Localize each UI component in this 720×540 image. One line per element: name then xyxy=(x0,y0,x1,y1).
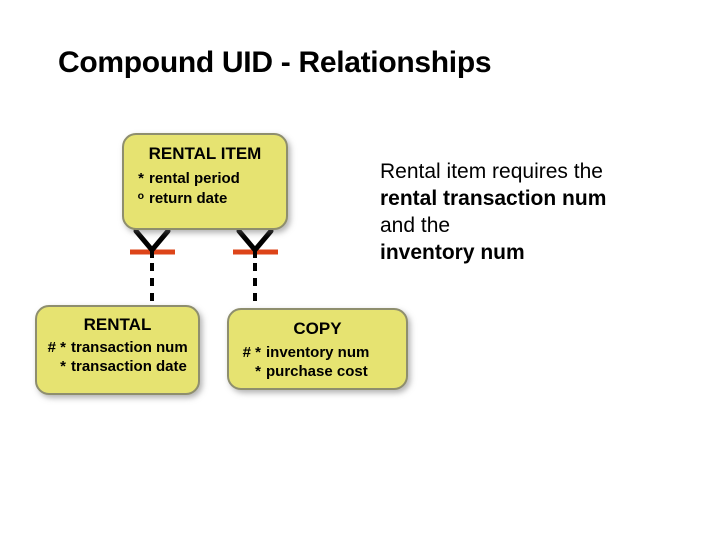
entity-copy: COPY # * inventory num * purchase cost xyxy=(227,308,408,390)
mandatory-marker: * xyxy=(138,170,144,187)
attribute-list: # * inventory num * purchase cost xyxy=(229,343,406,381)
page-title: Compound UID - Relationships xyxy=(58,46,492,79)
entity-title: RENTAL xyxy=(83,315,152,334)
attribute-name: rental period xyxy=(149,170,240,187)
relationship-copy-to-rental-item xyxy=(233,228,278,309)
crows-foot-icon xyxy=(236,228,274,254)
entity-rental: RENTAL # * transaction num * transaction… xyxy=(35,305,200,395)
attribute-list: * rental period o return date xyxy=(124,169,286,209)
entity-title: COPY xyxy=(293,319,342,338)
attribute-list: # * transaction num * transaction date xyxy=(37,338,198,376)
relationship-rental-to-rental-item xyxy=(130,228,175,306)
crows-foot-icon xyxy=(133,228,171,254)
attribute-row: # * transaction num xyxy=(41,338,198,357)
mandatory-marker: * xyxy=(60,358,66,375)
attribute-name: purchase cost xyxy=(266,363,368,380)
note-line: and the xyxy=(380,214,451,237)
note-line: rental transaction num xyxy=(380,187,607,210)
attribute-name: inventory num xyxy=(266,344,370,361)
attribute-row: # * inventory num xyxy=(236,343,406,362)
uid-mandatory-marker: # * xyxy=(242,344,261,361)
mandatory-marker: * xyxy=(255,363,261,380)
attribute-name: transaction num xyxy=(71,339,188,356)
note-text: Rental item requires the rental transact… xyxy=(380,158,680,266)
optional-marker: o xyxy=(137,190,144,202)
note-line: inventory num xyxy=(380,241,525,264)
note-line: Rental item requires the xyxy=(380,160,603,183)
attribute-row: o return date xyxy=(130,189,286,209)
attribute-row: * rental period xyxy=(130,169,286,189)
attribute-name: transaction date xyxy=(71,358,187,375)
attribute-row: * transaction date xyxy=(41,357,198,376)
attribute-name: return date xyxy=(149,190,228,207)
uid-mandatory-marker: # * xyxy=(47,339,66,356)
attribute-row: * purchase cost xyxy=(236,362,406,381)
entity-title: RENTAL ITEM xyxy=(148,144,262,163)
entity-rental-item: RENTAL ITEM * rental period o return dat… xyxy=(122,133,288,230)
